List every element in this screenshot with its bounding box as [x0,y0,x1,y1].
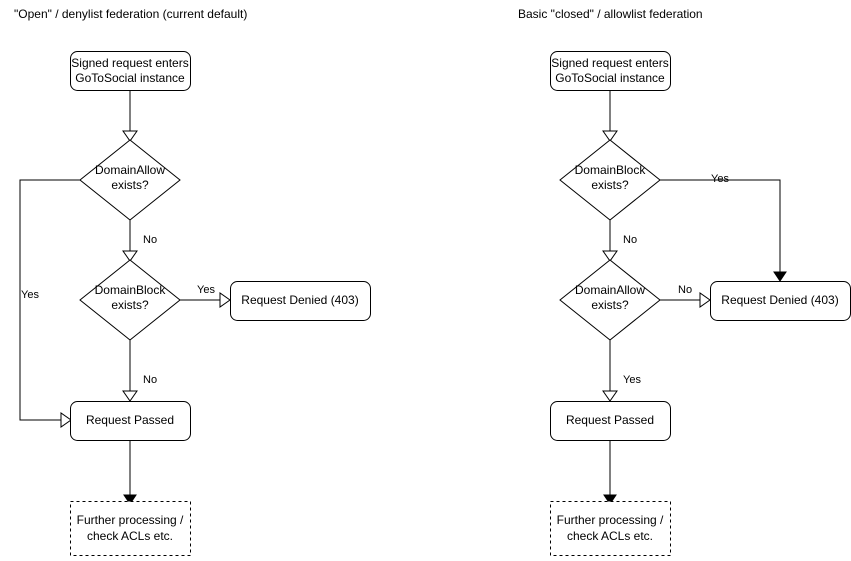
node-decision1-allowlist-line1: DomainBlock [575,163,647,177]
node-request-passed-denylist: Request Passed [70,401,191,441]
node-request-passed-allowlist: Request Passed [550,401,671,441]
panel-title-denylist: "Open" / denylist federation (current de… [14,7,247,21]
arrowhead-open-icon [602,390,618,402]
edge-decision1-no-to-decision2-denylist: No [122,220,157,262]
arrowhead-solid-icon [123,494,137,505]
node-request-denied-denylist: Request Denied (403) [230,281,371,321]
edge-passed-to-further-allowlist [603,440,617,505]
node-further-denylist-line1: Further processing / [77,513,184,527]
edge-label-yes: Yes [21,289,39,301]
node-request-denied-allowlist: Request Denied (403) [710,281,851,321]
edge-decision1-no-to-decision2-allowlist: No [602,220,637,262]
node-decision2-allowlist-line2: exists? [591,298,629,312]
node-decision-domainblock-allowlist: DomainBlock exists? [559,139,661,221]
edge-decision2-yes-to-denied-denylist: Yes [180,284,231,308]
node-start-allowlist-line1: Signed request enters [551,56,668,70]
node-decision1-denylist-line1: DomainAllow [95,163,165,177]
panel-denylist: "Open" / denylist federation (current de… [14,7,371,556]
edge-decision1-yes-to-passed-denylist: Yes [19,179,80,428]
node-passed-allowlist-label: Request Passed [566,413,654,427]
node-shape-dashed-rect [70,501,191,556]
node-decision-domainallow-denylist: DomainAllow exists? [79,139,181,221]
arrowhead-open-icon [122,130,138,142]
arrowhead-open-icon [602,250,618,262]
edge-decision1-yes-to-denied-allowlist: Yes [660,173,787,282]
edge-decision2-no-to-passed-denylist: No [122,340,157,402]
arrowhead-open-icon [219,292,231,308]
edge-label-no: No [623,234,637,246]
edge-decision2-no-to-denied-allowlist: No [660,284,711,308]
panel-title-allowlist: Basic "closed" / allowlist federation [518,7,703,21]
node-decision1-allowlist-line2: exists? [591,178,629,192]
arrowhead-open-icon [60,412,72,428]
arrowhead-open-icon [122,390,138,402]
edge-start-to-decision1-denylist [122,90,138,142]
arrowhead-open-icon [122,250,138,262]
edge-label-no: No [143,374,157,386]
arrowhead-solid-icon [773,271,787,282]
node-decision-domainallow-allowlist: DomainAllow exists? [559,259,661,341]
edge-label-no: No [143,234,157,246]
node-decision2-denylist-line1: DomainBlock [95,283,167,297]
node-passed-denylist-label: Request Passed [86,413,174,427]
node-denied-allowlist-label: Request Denied (403) [721,293,838,307]
edge-decision2-yes-to-passed-allowlist: Yes [602,340,641,402]
node-decision-domainblock-denylist: DomainBlock exists? [79,259,181,341]
edge-label-yes: Yes [197,284,215,296]
arrowhead-solid-icon [603,494,617,505]
node-denied-denylist-label: Request Denied (403) [241,293,358,307]
panel-allowlist: Basic "closed" / allowlist federation Si… [518,7,851,556]
node-start-denylist-line1: Signed request enters [71,56,188,70]
node-further-allowlist-line1: Further processing / [557,513,664,527]
node-further-processing-denylist: Further processing / check ACLs etc. [70,501,191,556]
edge-start-to-decision1-allowlist [602,90,618,142]
node-start-denylist: Signed request enters GoToSocial instanc… [70,51,191,91]
node-further-allowlist-line2: check ACLs etc. [567,529,653,543]
arrowhead-open-icon [602,130,618,142]
node-decision2-allowlist-line1: DomainAllow [575,283,645,297]
edge-label-yes: Yes [623,374,641,386]
edge-label-no: No [678,284,692,296]
node-shape-rounded-rect [230,281,371,321]
node-start-allowlist: Signed request enters GoToSocial instanc… [550,51,671,91]
node-further-denylist-line2: check ACLs etc. [87,529,173,543]
node-further-processing-allowlist: Further processing / check ACLs etc. [550,501,671,556]
node-start-allowlist-line2: GoToSocial instance [555,71,665,85]
edge-label-yes: Yes [711,173,729,185]
edge-passed-to-further-denylist [123,440,137,505]
node-decision1-denylist-line2: exists? [111,178,149,192]
node-start-denylist-line2: GoToSocial instance [75,71,185,85]
arrowhead-open-icon [699,292,711,308]
node-shape-dashed-rect [550,501,671,556]
node-decision2-denylist-line2: exists? [111,298,149,312]
